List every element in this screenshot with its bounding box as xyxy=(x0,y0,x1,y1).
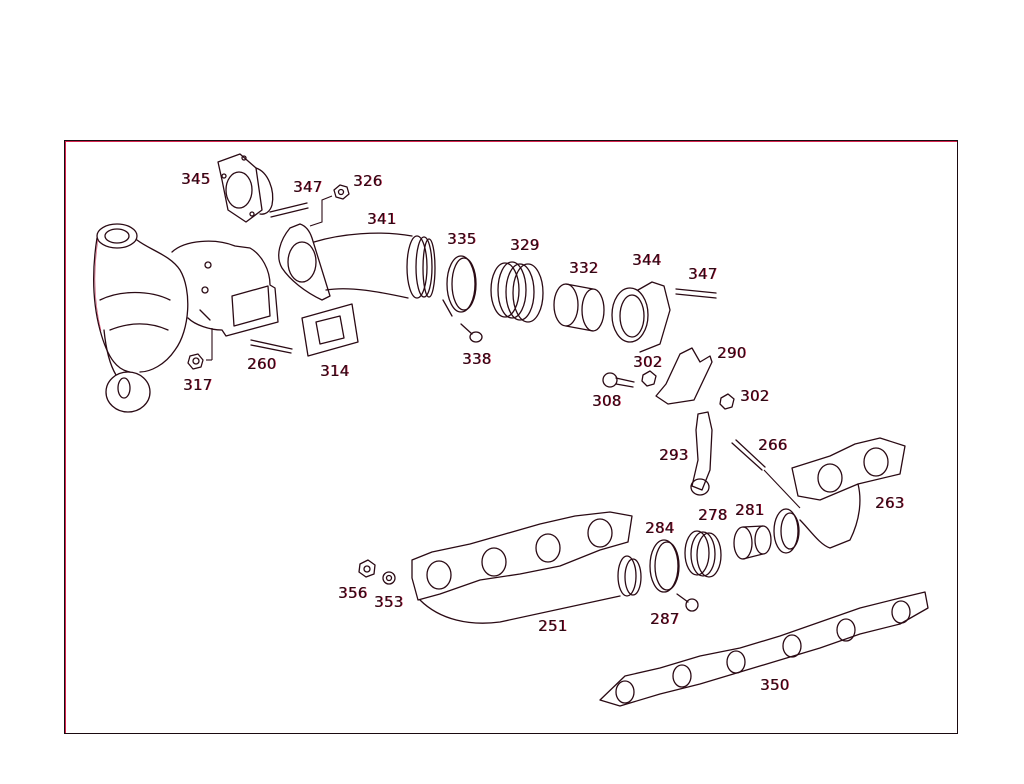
callout-350[interactable]: 350 xyxy=(760,676,790,694)
stud-266-drawing xyxy=(731,439,766,471)
callout-329[interactable]: 329 xyxy=(510,236,540,254)
callout-347b[interactable]: 347 xyxy=(688,265,718,283)
manifold-251-drawing xyxy=(411,511,642,624)
bolt-287-drawing xyxy=(676,593,699,612)
callout-332[interactable]: 332 xyxy=(569,259,599,277)
callout-290[interactable]: 290 xyxy=(717,344,747,362)
stud-347-drawing xyxy=(269,202,309,218)
nut-302a-drawing xyxy=(641,370,657,387)
callout-344[interactable]: 344 xyxy=(632,251,662,269)
strut-293-drawing xyxy=(690,411,713,496)
callout-281[interactable]: 281 xyxy=(735,501,765,519)
sleeve-281-drawing xyxy=(733,525,772,560)
manifold-263-drawing xyxy=(773,437,906,554)
stud-260-drawing xyxy=(250,339,293,354)
callout-356[interactable]: 356 xyxy=(338,584,368,602)
adapter-344-drawing xyxy=(611,281,671,353)
callout-284[interactable]: 284 xyxy=(645,519,675,537)
bracket-290-drawing xyxy=(655,347,713,405)
callout-335[interactable]: 335 xyxy=(447,230,477,248)
nut-326-drawing xyxy=(333,184,350,200)
stud-347b-drawing xyxy=(675,288,717,299)
callout-314[interactable]: 314 xyxy=(320,362,350,380)
bellows-278-drawing xyxy=(684,530,722,578)
nut-356-drawing xyxy=(358,559,376,578)
sleeve-332-drawing xyxy=(553,283,605,332)
diagram-frame xyxy=(64,140,958,734)
callout-302a[interactable]: 302 xyxy=(633,353,663,371)
callout-353[interactable]: 353 xyxy=(374,593,404,611)
bolt-308-drawing xyxy=(602,372,635,388)
callout-263[interactable]: 263 xyxy=(875,494,905,512)
gasket-350-drawing xyxy=(599,591,929,707)
callout-308[interactable]: 308 xyxy=(592,392,622,410)
bellows-329-drawing xyxy=(490,261,544,323)
callout-345[interactable]: 345 xyxy=(181,170,211,188)
callout-341[interactable]: 341 xyxy=(367,210,397,228)
nut-302b-drawing xyxy=(719,393,735,410)
callout-293[interactable]: 293 xyxy=(659,446,689,464)
clamp-335-drawing xyxy=(442,255,477,317)
callout-287[interactable]: 287 xyxy=(650,610,680,628)
callout-302b[interactable]: 302 xyxy=(740,387,770,405)
callout-317[interactable]: 317 xyxy=(183,376,213,394)
clamp-284-drawing xyxy=(649,539,680,593)
gasket-314-drawing xyxy=(301,303,359,357)
callout-251[interactable]: 251 xyxy=(538,617,568,635)
turbocharger-drawing xyxy=(92,223,279,413)
callout-266[interactable]: 266 xyxy=(758,436,788,454)
callout-326[interactable]: 326 xyxy=(353,172,383,190)
pipe-341-drawing xyxy=(278,223,436,301)
flange-345-drawing xyxy=(217,153,274,223)
nut-317-drawing xyxy=(187,353,204,370)
callout-260[interactable]: 260 xyxy=(247,355,277,373)
callout-338[interactable]: 338 xyxy=(462,350,492,368)
washer-353-drawing xyxy=(382,571,396,585)
callout-278[interactable]: 278 xyxy=(698,506,728,524)
bolt-338-drawing xyxy=(460,323,483,343)
callout-347[interactable]: 347 xyxy=(293,178,323,196)
